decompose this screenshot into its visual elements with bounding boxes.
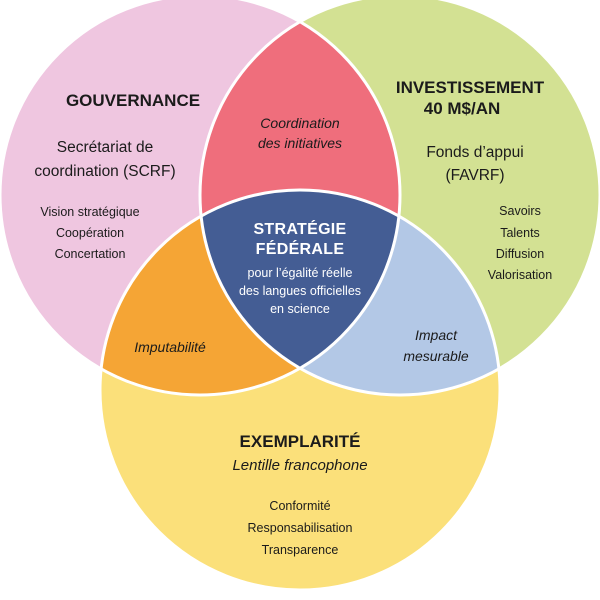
center-sub-line1: pour l’égalité réelle <box>248 266 353 280</box>
investissement-item: Valorisation <box>488 268 552 282</box>
exemplarite-item: Transparence <box>262 543 339 557</box>
exemplarite-item: Responsabilisation <box>248 521 353 535</box>
gouvernance-item: Vision stratégique <box>40 205 139 219</box>
outline-investissement <box>198 0 600 397</box>
center-sub-line2: des langues officielles <box>239 284 361 298</box>
outline-gouvernance <box>0 0 402 397</box>
investissement-subtitle-line1: Fonds d’appui <box>426 144 523 161</box>
imputabilite-label: Imputabilité <box>134 339 206 355</box>
gouvernance-subtitle-line1: Secrétariat de <box>57 139 154 156</box>
center-title-line2: FÉDÉRALE <box>256 239 345 258</box>
center-sub-line3: en science <box>270 302 330 316</box>
exemplarite-subtitle: Lentille francophone <box>232 457 367 474</box>
investissement-title-line1: INVESTISSEMENT <box>396 78 545 97</box>
impact-line2: mesurable <box>403 348 469 364</box>
outline-exemplarite <box>98 188 502 592</box>
investissement-item: Diffusion <box>496 247 544 261</box>
investissement-item: Savoirs <box>499 204 541 218</box>
investissement-subtitle-line2: (FAVRF) <box>445 167 504 184</box>
exemplarite-item: Conformité <box>269 499 330 513</box>
gouvernance-subtitle-line2: coordination (SCRF) <box>34 163 175 180</box>
investissement-item: Talents <box>500 226 540 240</box>
exemplarite-title: EXEMPLARITÉ <box>240 432 361 451</box>
impact-line1: Impact <box>415 327 458 343</box>
coordination-line2: des initiatives <box>258 135 342 151</box>
center-title-line1: STRATÉGIE <box>253 219 346 238</box>
coordination-line1: Coordination <box>260 115 340 131</box>
investissement-title-line2: 40 M$/AN <box>424 99 501 118</box>
gouvernance-title: GOUVERNANCE <box>66 91 200 110</box>
gouvernance-item: Coopération <box>56 226 124 240</box>
gouvernance-item: Concertation <box>55 247 126 261</box>
